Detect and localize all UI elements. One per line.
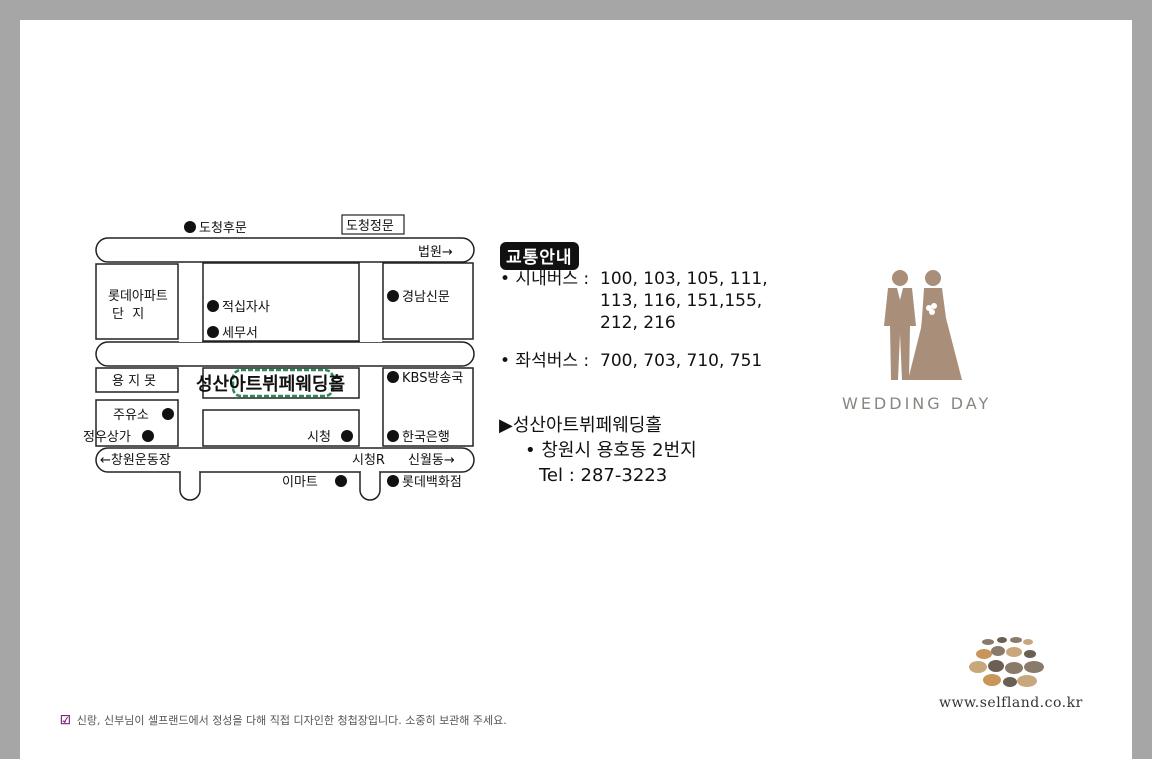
check-icon: ☑	[60, 713, 71, 727]
site-url: www.selfland.co.kr	[939, 695, 1083, 711]
seat-bus-numbers: 700, 703, 710, 751	[600, 350, 762, 372]
label-gas-station: 주유소	[113, 408, 149, 423]
dot-bank	[387, 430, 399, 442]
dot-red-cross	[207, 300, 219, 312]
city-bus-numbers: 100, 103, 105, 111,113, 116, 151,155,212…	[600, 268, 768, 334]
label-tax-office: 세무서	[222, 326, 258, 341]
footer-note: ☑ 신랑, 신부님이 셀프랜드에서 정성을 다해 직접 디자인한 청첩장입니다. …	[60, 712, 507, 728]
label-lotte-apt-1: 롯데아파트	[108, 289, 168, 304]
block-center-low	[202, 409, 360, 447]
block-right-top	[382, 262, 474, 340]
road-uturn-left	[179, 472, 201, 501]
dot-emart	[335, 475, 347, 487]
label-emart: 이마트	[282, 475, 318, 490]
traffic-title: 교통안내	[500, 242, 579, 270]
block-left-low	[95, 399, 179, 447]
invitation-card: 도청후문 도청정문 법원→ 롯데아파트 단 지 적십자사 세무서 경남신문 용 …	[20, 20, 1132, 759]
seat-bus-line: 700, 703, 710, 751	[600, 351, 763, 371]
label-lotte-dept: 롯데백화점	[402, 475, 462, 490]
label-sinwol: 신월동→	[408, 453, 455, 468]
label-city-hall: 시청	[307, 430, 331, 445]
label-red-cross: 적십자사	[222, 300, 270, 315]
city-bus-line: 100, 103, 105, 111,	[600, 269, 768, 289]
dot-tax-office	[207, 326, 219, 338]
venue-name: ▶성산아트뷔페웨딩홀	[499, 415, 662, 436]
venue-address: • 창원시 용호동 2번지	[525, 440, 697, 461]
venue-outline	[231, 368, 335, 398]
label-yongjimot: 용 지 못	[112, 374, 156, 389]
front-gate-box	[341, 214, 405, 235]
dot-lotte-dept	[387, 475, 399, 487]
label-venue: 성산아트뷔페웨딩홀	[196, 373, 345, 395]
location-map: 도청후문 도청정문 법원→ 롯데아파트 단 지 적십자사 세무서 경남신문 용 …	[83, 214, 475, 501]
label-jeongu-mall: 정우상가	[83, 430, 131, 445]
label-gyeongnam-news: 경남신문	[402, 290, 450, 305]
road-bottom	[95, 447, 475, 473]
label-stadium: ←창원운동장	[100, 453, 171, 468]
label-bank: 한국은행	[402, 429, 450, 445]
road-top	[95, 237, 475, 263]
label-kbs: KBS방송국	[402, 371, 463, 386]
label-docheong-back: 도청후문	[199, 221, 247, 236]
dot-kbs	[387, 371, 399, 383]
city-bus-row: • 시내버스 : 100, 103, 105, 111,113, 116, 151…	[500, 268, 768, 334]
wedding-couple-icon	[884, 270, 962, 380]
label-city-hall-r: 시청R	[352, 453, 385, 468]
dot-gyeongnam-news	[387, 290, 399, 302]
dot-docheong-back	[184, 221, 196, 233]
venue-tel: Tel : 287-3223	[539, 465, 668, 486]
selfland-logo-icon	[969, 637, 1044, 687]
road-uturn-right	[359, 472, 381, 501]
wedding-day-caption: WEDDING DAY	[842, 394, 992, 413]
venue-info: ▶성산아트뷔페웨딩홀 • 창원시 용호동 2번지 Tel : 287-3223	[499, 413, 697, 488]
label-lotte-apt-2: 단 지	[112, 307, 144, 322]
seat-bus-row: • 좌석버스 : 700, 703, 710, 751	[500, 350, 762, 372]
dot-city-hall	[341, 430, 353, 442]
block-left-top	[95, 263, 179, 340]
dot-gas-station	[162, 408, 174, 420]
city-bus-label: • 시내버스 :	[500, 269, 590, 289]
city-bus-line: 113, 116, 151,155,	[600, 291, 763, 311]
label-court: 법원→	[418, 245, 453, 260]
block-center-top	[202, 262, 360, 342]
dot-jeongu-mall	[142, 430, 154, 442]
road-middle	[95, 341, 475, 367]
block-left-mid	[95, 367, 179, 393]
seat-bus-label: • 좌석버스 :	[500, 351, 590, 371]
label-docheong-front: 도청정문	[346, 219, 394, 234]
city-bus-line: 212, 216	[600, 313, 676, 333]
footer-text: 신랑, 신부님이 셀프랜드에서 정성을 다해 직접 디자인한 청첩장입니다. 소…	[76, 714, 507, 727]
